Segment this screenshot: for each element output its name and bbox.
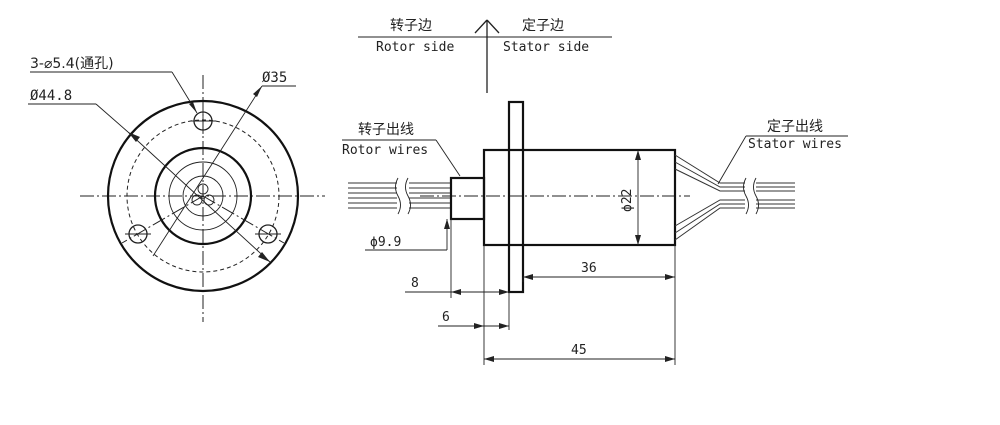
side-view: 转子出线 Rotor wires 定子出线 Stator wires ϕ22 ϕ…	[342, 100, 848, 365]
stator-wires-cn-label: 定子出线	[767, 119, 823, 135]
body-circle	[153, 146, 253, 246]
flange	[507, 100, 525, 294]
stator-side-en-label: Stator side	[503, 40, 589, 55]
shaft-diameter-label: ϕ9.9	[370, 235, 401, 250]
dimension-45-label: 45	[571, 343, 587, 358]
stator-side-cn-label: 定子边	[522, 18, 564, 34]
front-view: 3-⌀5.4(通孔) Ø44.8 Ø35	[28, 56, 325, 322]
rotor-wire-bundle	[348, 177, 451, 215]
stator-wire-bundle	[674, 154, 795, 241]
rotor-wire-center	[203, 194, 215, 206]
hole-circle-diameter-label: Ø35	[262, 70, 287, 86]
rotor-wires-cn-label: 转子出线	[358, 122, 414, 138]
rotor-shaft	[449, 176, 486, 221]
side-indicator: 转子边 Rotor side 定子边 Stator side	[358, 18, 612, 93]
stator-body	[482, 148, 677, 247]
holes-dimension-label: 3-⌀5.4(通孔)	[30, 56, 114, 72]
rotor-side-cn-label: 转子边	[390, 18, 432, 34]
body-diameter-label: ϕ22	[620, 189, 635, 212]
dimension-8-label: 8	[411, 276, 419, 291]
rotor-wire-center	[197, 183, 209, 195]
rotor-side-en-label: Rotor side	[376, 40, 454, 55]
stator-wires-en-label: Stator wires	[748, 137, 842, 152]
dimension-36-label: 36	[581, 261, 597, 276]
flange-outer-circle	[106, 99, 300, 293]
rotor-wires-en-label: Rotor wires	[342, 143, 428, 158]
dimension-6-label: 6	[442, 310, 450, 325]
outer-diameter-label: Ø44.8	[30, 88, 72, 104]
